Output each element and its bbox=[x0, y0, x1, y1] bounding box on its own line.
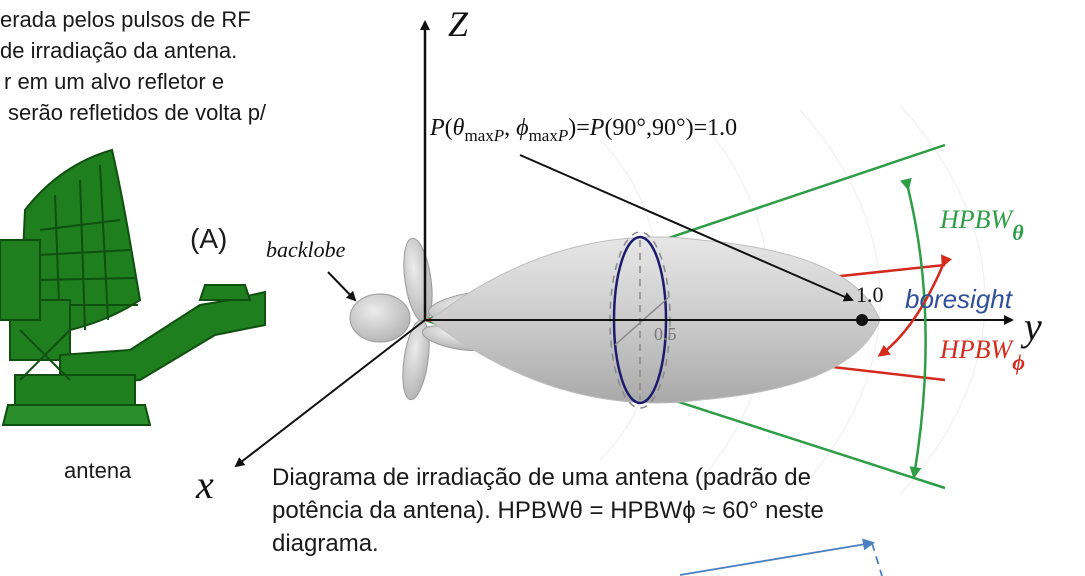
inner-diagonal bbox=[614, 297, 669, 346]
intro-line-1: erada pelos pulsos de RF bbox=[0, 7, 251, 32]
intro-text: erada pelos pulsos de RF de irradiação d… bbox=[0, 4, 266, 128]
formula-text: P(θmaxP, ϕmaxP)=P(90°,90°)=1.0 bbox=[429, 115, 737, 145]
boresight-label: boresight bbox=[905, 284, 1014, 314]
backlobe-shape bbox=[349, 293, 411, 343]
value-1-label: 1.0 bbox=[856, 282, 884, 307]
caption-line-2: potência da antena). HPBWθ = HPBWϕ ≈ 60°… bbox=[272, 497, 824, 524]
diagram-caption: Diagrama de irradiação de uma antena (pa… bbox=[272, 461, 992, 560]
intro-line-2: de irradiação da antena. bbox=[0, 38, 238, 63]
antenna-caption: antena bbox=[64, 458, 132, 483]
hpbw-phi-label: HPBWϕ bbox=[939, 335, 1025, 375]
x-axis bbox=[234, 319, 426, 468]
hpbw-phi-arc bbox=[877, 254, 953, 357]
caption-line-1: Diagrama de irradiação de uma antena (pa… bbox=[272, 464, 812, 491]
formula-pointer-arrow bbox=[519, 154, 854, 302]
intro-line-4: serão refletidos de volta p/ bbox=[8, 100, 267, 125]
boresight-point bbox=[856, 314, 868, 326]
y-axis-label: y bbox=[1020, 304, 1042, 349]
caption-line-3: diagrama. bbox=[272, 530, 379, 557]
backlobe-label: backlobe bbox=[266, 237, 346, 262]
z-axis-label: Z bbox=[448, 4, 469, 44]
intro-line-3: r em um alvo refletor e bbox=[4, 69, 225, 94]
value-05-label: 0.5 bbox=[654, 324, 677, 344]
hpbw-theta-label: HPBWθ bbox=[939, 205, 1024, 245]
antenna-label-a: (A) bbox=[190, 223, 228, 254]
backlobe-pointer-arrow bbox=[327, 271, 357, 302]
antenna-illustration bbox=[0, 148, 266, 426]
x-axis-label: x bbox=[195, 462, 214, 507]
hpbw-theta-arc bbox=[900, 177, 927, 479]
caption-pointer bbox=[679, 538, 883, 576]
